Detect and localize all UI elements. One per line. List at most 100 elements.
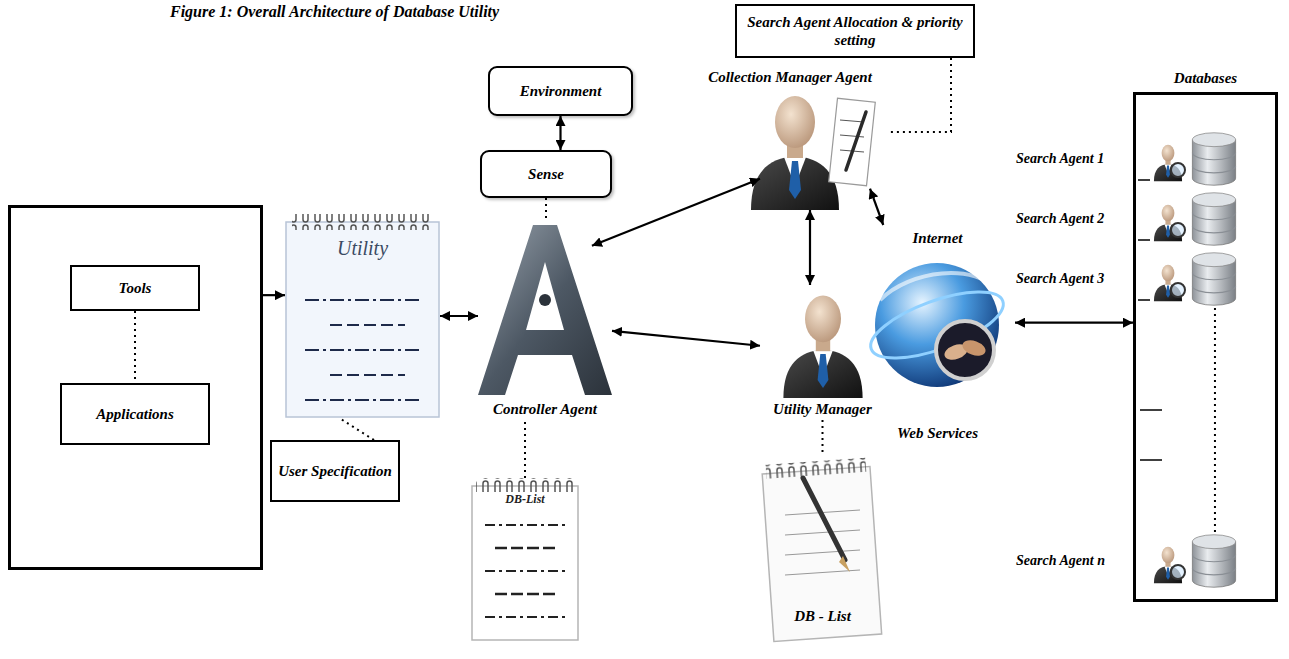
environment-box-label: Environment (520, 82, 602, 100)
dotted-link (1214, 308, 1216, 532)
db-list-notepad-art (485, 570, 565, 572)
db-list-notepad-label: DB-List (505, 492, 544, 506)
db-list-notepad-art (472, 486, 578, 640)
db-list-notepad-art (785, 550, 860, 555)
internet-globe-label: Internet (912, 229, 962, 247)
controller-a-icon (478, 225, 612, 395)
dotted-link (339, 418, 374, 440)
utility-manager-icon (783, 295, 862, 398)
tools-box: Tools (70, 265, 200, 311)
collection-manager-agent-label: Collection Manager Agent (708, 68, 872, 86)
controller-agent: Controller Agent (478, 222, 612, 420)
utility-notepad-art (330, 324, 405, 326)
allocation-box: Search Agent Allocation & priority setti… (735, 4, 975, 58)
db-list-notepad-art (762, 458, 881, 642)
search-agent-label: Search Agent 3 (1014, 271, 1106, 288)
sense-box-label: Sense (528, 165, 564, 183)
db-list-notepad: DB-List (470, 478, 580, 642)
search-agent-icons (1192, 535, 1235, 587)
internet-globe-art (960, 337, 987, 358)
utility-notepad-label: Utility (337, 236, 388, 260)
internet-globe: InternetWeb Services (860, 225, 1015, 442)
utility-manager-label: Utility Manager (773, 400, 872, 418)
dotted-link (890, 58, 951, 132)
search-agent-icons (1154, 133, 1236, 587)
search-agent: Search Agent 3 (1010, 250, 1250, 308)
controller-a-icon (478, 225, 612, 395)
db-list-notepad-art (485, 524, 565, 526)
collection-manager-icon (751, 96, 839, 210)
user-specification-box-label: User Specification (278, 462, 392, 480)
utility-notepad-art (305, 299, 422, 301)
dash-marks (1138, 179, 1150, 181)
collection-manager-icon (846, 112, 866, 170)
sense-box: Sense (480, 150, 612, 198)
search-agent-icons (1171, 283, 1185, 297)
db-list-notepad-art (766, 458, 867, 479)
search-agent-icons (1192, 133, 1235, 185)
search-agent-icons (1171, 223, 1185, 237)
search-agent: Search Agent 1 (1010, 130, 1250, 188)
db-list-notepad-art (785, 530, 860, 535)
dotted-link (545, 198, 547, 222)
internet-globe-art (880, 273, 1000, 300)
utility-manager: Utility Manager (760, 285, 885, 420)
arrow-connector (559, 116, 561, 150)
applications-box-label: Applications (96, 405, 174, 423)
db-list-notepad-label: DB - List (794, 607, 851, 625)
controller-a-icon (539, 294, 551, 306)
db-list-notepad-art (495, 547, 555, 550)
arrow-connector (809, 210, 811, 285)
search-agent-icons (1192, 193, 1235, 245)
internet-globe-art (936, 321, 994, 379)
arrow-connector (263, 294, 285, 296)
collection-manager-icon (840, 135, 864, 137)
collection-manager-icon (829, 98, 876, 186)
utility-notepad-art (305, 349, 422, 351)
utility-notepad-art (286, 222, 439, 417)
container-box: ToolsApplications (8, 205, 263, 570)
arrow-connector (870, 189, 883, 225)
internet-globe-label: Web Services (897, 424, 978, 442)
allocation-box-label: Search Agent Allocation & priority setti… (743, 13, 967, 49)
search-agent-icons (1192, 253, 1235, 305)
tools-box-label: Tools (119, 279, 152, 297)
search-agent-label: Search Agent 1 (1014, 151, 1106, 168)
arrow-connector (612, 331, 760, 346)
databases-box: DatabasesSearch Agent 1Search Agent 2Sea… (1133, 92, 1278, 602)
db-list-notepad-art (762, 466, 881, 641)
dash-marks (1138, 299, 1150, 301)
db-list-notepad-art (472, 478, 578, 640)
dotted-link (524, 420, 526, 478)
utility-notepad-art (292, 214, 434, 230)
db-list-notepad-art (839, 556, 850, 572)
db-list-notepad-art (495, 593, 555, 596)
dotted-link (822, 420, 824, 455)
dash-marks (1140, 409, 1162, 411)
collection-manager-agent: Collection Manager Agent (690, 68, 890, 210)
arrow-connector (592, 179, 760, 246)
search-agent-label: Search Agent n (1014, 553, 1107, 570)
search-agent-label: Search Agent 2 (1014, 211, 1106, 228)
search-agent-icons (1171, 163, 1185, 177)
search-agent: Search Agent 2 (1010, 190, 1250, 248)
utility-notepad-art (330, 374, 405, 376)
dash-marks (1138, 239, 1150, 241)
dash-marks (1140, 459, 1162, 461)
collection-manager-icon (751, 96, 875, 210)
db-list-notepad-art (485, 616, 565, 618)
applications-box: Applications (60, 383, 210, 445)
utility-manager-icon (783, 295, 862, 398)
db-list-notepad: DB - List (760, 455, 885, 645)
user-specification-box: User Specification (270, 440, 400, 502)
dotted-link (134, 311, 136, 383)
collection-manager-icon (840, 120, 864, 122)
search-agent: Search Agent n (1010, 532, 1250, 590)
databases-box-label: Databases (1136, 69, 1275, 87)
arrow-connector (1015, 322, 1133, 324)
utility-notepad-art (305, 399, 422, 401)
dash-marks (1138, 180, 1162, 460)
internet-globe-art (863, 263, 1011, 387)
connector-layer (135, 58, 1215, 532)
